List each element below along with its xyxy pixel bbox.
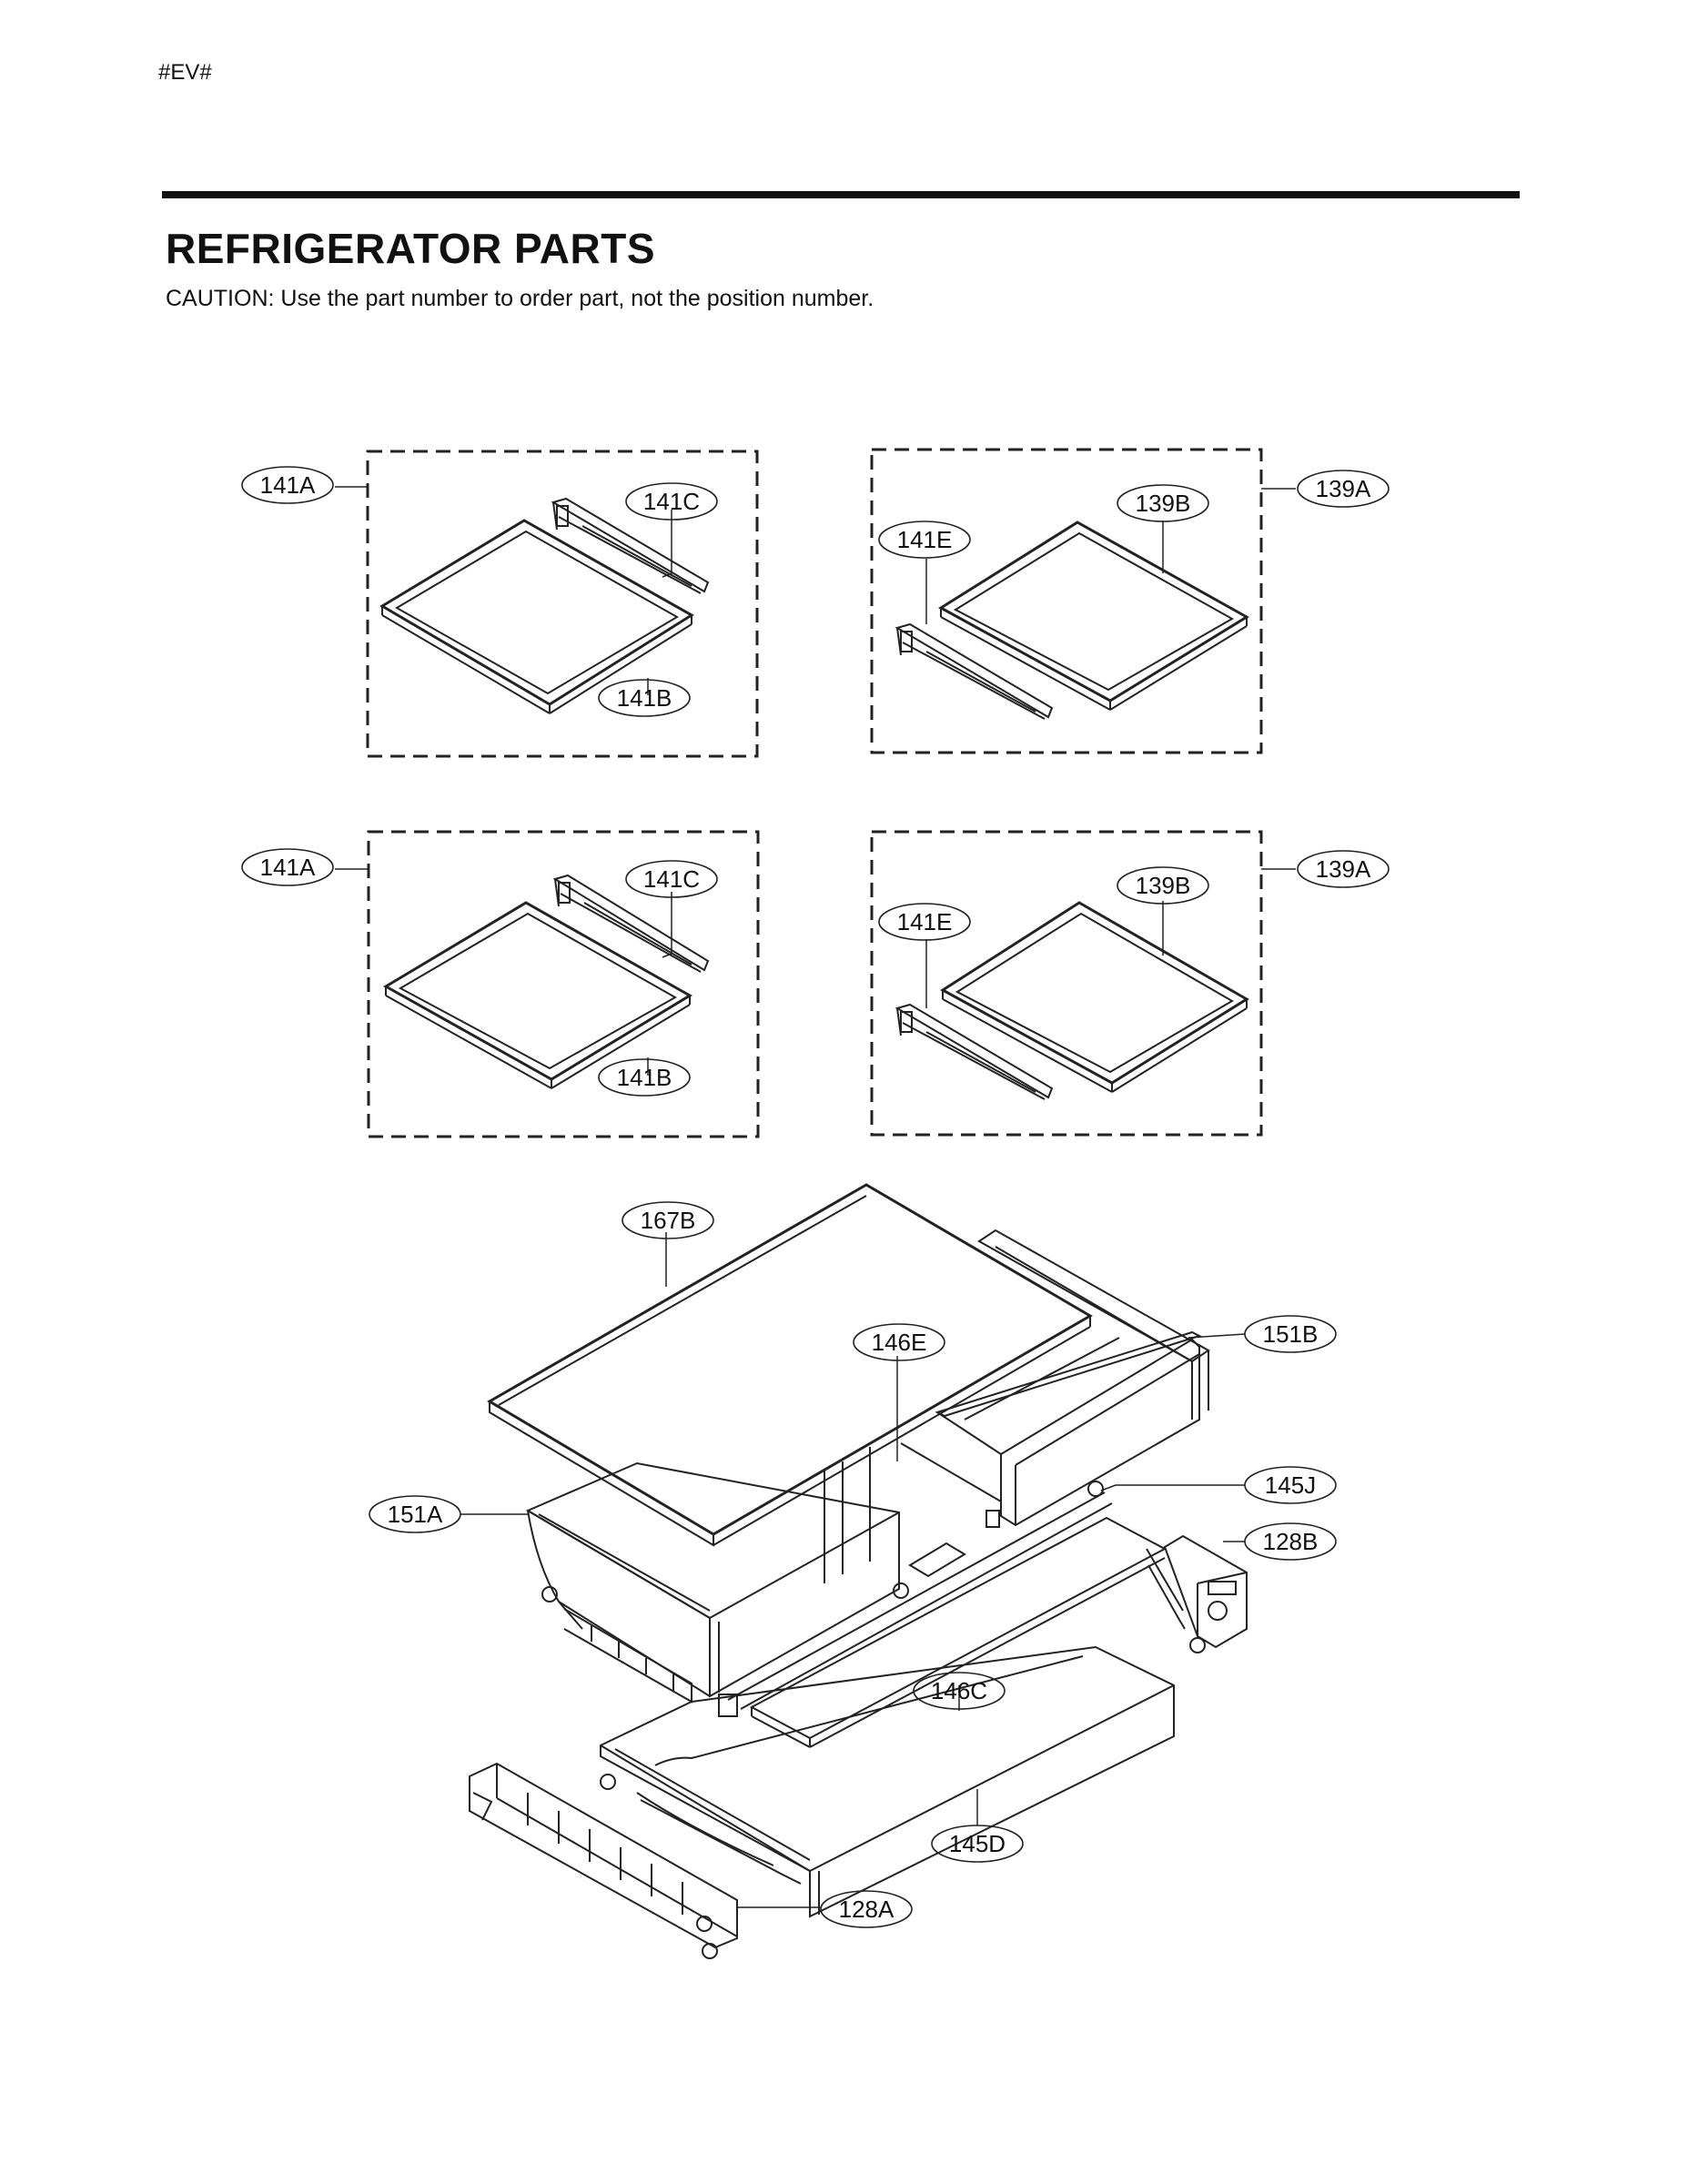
assembly-boundary [367,830,760,1138]
center-divider [824,1442,1002,1599]
shelf-assembly-top-right [870,448,1263,754]
svg-text:151A: 151A [388,1501,443,1528]
callout-141E-top: 141E [878,521,971,559]
svg-text:141E: 141E [897,526,953,553]
right-end-bracket [1146,1534,1248,1653]
glass-shelf [940,901,1249,1093]
crisper-cover [487,1183,1093,1547]
bottom-glass-panel [749,1516,1167,1748]
left-drawer [525,1461,900,1704]
callout-139A-middle: 139A [1297,850,1390,888]
svg-text:141A: 141A [260,854,316,881]
callout-141A-top: 141A [241,466,334,504]
callout-141C-top: 141C [625,482,718,521]
shelf-rail [551,497,710,594]
shelf-rail [895,622,1054,720]
assembly-boundary [870,448,1263,754]
svg-text:139A: 139A [1316,475,1371,502]
svg-text:167B: 167B [641,1207,696,1234]
svg-text:145D: 145D [949,1830,1006,1857]
svg-text:141B: 141B [617,684,672,712]
callout-labels: 141A 141C 141B 139A 139B 141E 141A 14 [241,466,1390,1928]
document-code: #EV# [158,60,212,85]
callout-151A: 151A [369,1495,461,1533]
assembly-boundary [870,830,1263,1137]
shelf-assembly-middle-right [870,830,1263,1137]
svg-text:141C: 141C [643,488,700,515]
svg-text:139B: 139B [1136,872,1191,899]
callout-145D: 145D [931,1825,1024,1863]
svg-text:141E: 141E [897,908,953,935]
callout-141C-middle: 141C [625,860,718,898]
glass-shelf [379,519,694,714]
svg-text:128A: 128A [839,1896,895,1923]
callout-139B-middle: 139B [1117,866,1209,905]
svg-text:141A: 141A [260,471,316,499]
cover-frame [977,1228,1210,1420]
header-rule [162,191,1520,198]
svg-text:139A: 139A [1316,855,1371,883]
svg-text:139B: 139B [1136,490,1191,517]
callout-146E: 146E [853,1323,945,1361]
left-end-bracket [469,1762,738,1959]
callout-145J: 145J [1244,1466,1337,1504]
svg-text:146C: 146C [931,1677,987,1704]
callout-128A: 128A [820,1890,913,1928]
callout-141B-middle: 141B [598,1058,691,1097]
caution-note: CAUTION: Use the part number to order pa… [166,286,874,311]
bottom-tray [600,1645,1175,1918]
svg-text:145J: 145J [1265,1471,1316,1499]
callout-141E-middle: 141E [878,903,971,941]
support-rail [718,1491,1113,1717]
svg-text:151B: 151B [1263,1320,1319,1348]
shelf-assembly-top-left [366,450,759,758]
page-title: REFRIGERATOR PARTS [166,225,656,272]
right-drawer [935,1330,1202,1528]
svg-text:141C: 141C [643,865,700,893]
callout-139A-top: 139A [1297,470,1390,508]
glass-shelf [938,521,1249,711]
crisper-drawer-assembly [469,1183,1248,1959]
callout-146C: 146C [913,1672,1006,1710]
svg-text:146E: 146E [872,1329,927,1356]
shelf-rail [895,1003,1054,1100]
callout-167B: 167B [622,1201,714,1239]
callout-139B-top: 139B [1117,484,1209,522]
callout-128B: 128B [1244,1522,1337,1561]
shelf-rail [552,874,710,973]
shelf-assembly-middle-left [367,830,760,1138]
svg-text:141B: 141B [617,1064,672,1091]
glass-shelf [383,901,692,1089]
svg-text:128B: 128B [1263,1528,1319,1555]
callout-141B-top: 141B [598,679,691,717]
assembly-boundary [366,450,759,758]
callout-151B: 151B [1244,1315,1337,1353]
leader-lines [335,486,1296,1908]
callout-141A-middle: 141A [241,848,334,886]
